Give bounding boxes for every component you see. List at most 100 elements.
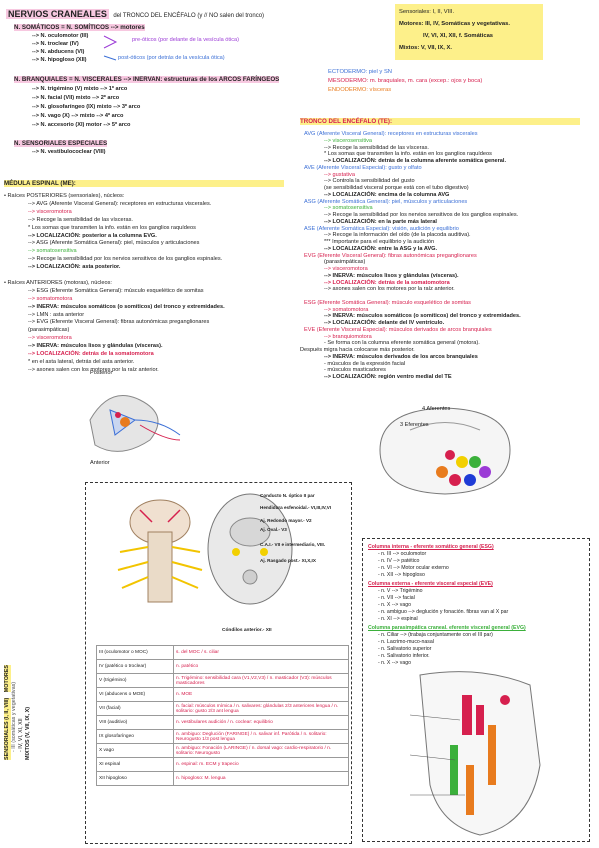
spinal-diagram: Posterior Anterior [80,370,200,470]
note-line: --> LOCALIZACIÓN: encima de la columna A… [324,191,450,198]
table-cell-nuclei: n. Trigémino: sensibilidad cara (V1,V2,V… [173,673,349,688]
endodermo-line: ENDODERMO: vísceras [328,87,392,93]
note-line: - Se forma con la columna eferente somát… [324,340,480,347]
note-line: --> LOCALIZACIÓN: asta posterior. [28,264,121,271]
note-line: - músculos masticadores [324,367,386,374]
note-line: --> branquiomotora [324,333,372,340]
note-line: --> axones salen con los motores por la … [28,366,159,373]
table-cell-nerve: VI (abducens o MOE) [96,687,174,702]
branquiales-head-text: N. BRANQUIALES = N. VISCERALES --> INERV… [14,76,280,83]
nerve-item: --> N. vago (X) --> mixto --> 4º arco [32,113,124,119]
somaticos-heading: N. SOMÁTICOS = N. SOMÍTICOS --> motores [14,24,374,31]
page-title: NERVIOS CRANEALES [6,9,109,19]
note-line: --> visceromotora [28,208,72,215]
note-line: --> INERVA: músculos lisos y glándulas (… [28,343,163,350]
note-line: --> Recoge la sensibilidad por los nervi… [324,212,519,218]
tronco-heading: TRONCO DEL ENCÉFALO (TE): [300,118,580,125]
note-line: --> Recoge la sensibilidad de las víscer… [28,216,133,223]
note-line: --> ASG (Aferente Somática General): pie… [28,240,200,247]
note-line: Después migra hacia colocarse más poster… [300,347,415,353]
nerve-nuclei-table: III (oculomotor o MOC)s. del MOC / s. ci… [96,645,349,786]
note-line: --> Controla la sensibilidad del gusto [324,178,415,185]
table-cell-nuclei: n. ambiguo: Deglución (FARINGE) / n. sal… [173,729,349,744]
columna-heading: Columna parasimpática craneal. eferente … [368,625,526,631]
table-cell-nerve: VIII (auditivo) [96,715,174,730]
pre-oticos-text: pre-óticos (por delante de la vesícula ó… [132,37,239,43]
legend-box: Sensoriales: I, II, VIII. Motores: III, … [395,4,543,60]
note-line: (parasimpáticas) [28,327,70,334]
sensoriales-heading: N. SENSORIALES ESPECIALES [14,140,108,147]
note-line: ESG (Eferente Somática General): músculo… [304,299,471,306]
note-line: AVG (Aferente Visceral General): recepto… [304,131,478,137]
note-line: --> somatosensitiva [324,205,373,212]
note-line: --> somatomotora [324,306,369,313]
brainstem-diagram: 4 Aferentes 3 Eferentes [370,400,520,500]
nerve-item: --> N. oculomotor (III) [32,33,89,39]
note-line: --> INERVA: músculos somáticos (o somíti… [28,303,225,310]
note-line: --> LMN : asta anterior [28,311,85,318]
nerve-item: --> N. accesorio (XI) motor --> 5º arco [32,122,131,128]
dermos-block: ECTODERMO: piel y SN MESODERMO: m. braqu… [328,68,578,98]
note-line: --> Recoge la sensibilidad de las víscer… [324,144,429,151]
table-row: VI (abducens o MOE)n. MOE [96,687,349,702]
spinal-cord-drawing [89,395,181,452]
skull-label: Aj. Redondo mayor.- V2 [260,518,312,524]
note-line: EVG (Eferente Visceral General): fibras … [304,252,477,259]
note-line: --> gustativa [324,171,355,178]
table-cell-nerve: VII (facial) [96,701,174,716]
note-line: --> somatomotora [28,295,73,302]
skull-label: Aj. Oval.- V3 [260,526,287,532]
skull-label: Cóndilos anterior.- XII [222,628,272,633]
page-subtitle: del TRONCO DEL ENCÉFALO (y // NO salen d… [113,13,265,19]
note-line: --> Recoge la sensibilidad por los nervi… [28,256,223,263]
columna-items: - n. Ciliar --> (trabaja conjuntamente c… [368,632,584,667]
list-item: - n. V --> Trigémino [378,588,423,594]
columna-heading: Columna externa - eferente visceral espe… [368,581,493,587]
branquiales-heading: N. BRANQUIALES = N. VISCERALES --> INERV… [14,76,334,83]
side-line: SENSORIALES (I, II, VIII) [4,697,11,760]
table-cell-nerve: IX glosofaríngeo [96,729,174,744]
nerve-item: --> N. hipogloso (XII) [32,57,87,63]
table-cell-nerve: III (oculomotor o MOC) [96,645,174,660]
nerve-item: --> N. facial (VII) mixto --> 2º arco [32,95,120,101]
note-line: --> LOCALIZACIÓN: en la parte más latera… [324,218,437,225]
list-item: - n. XII --> hipogloso [378,572,425,578]
legend-line: Motores: III, IV, Somáticas y vegetativa… [399,21,510,27]
table-cell-nuclei: s. del MOC / s. ciliar [173,645,349,660]
table-cell-nuclei: n. hipogloso: M. lengua [173,771,349,786]
note-line: ASE (Aferente Somática Especial): visión… [304,225,459,232]
nerve-item: --> N. trigémino (V) mixto --> 1º arco [32,86,128,92]
nerve-table-body: III (oculomotor o MOC)s. del MOC / s. ci… [96,645,349,786]
side-line: MIXTOS (V, VII, IX, X) [25,706,31,760]
note-line: --> LOCALIZACIÓN: delante del IV ventríc… [324,320,445,326]
table-cell-nuclei: n. ambiguo: Fonación (LARINGE) / n. dors… [173,743,349,758]
list-item: - n. Lacrimo-muco-nasal [378,639,434,645]
list-item: - n. IV --> patético [378,558,420,564]
note-line: --> EVG (Eferente Visceral General): fib… [28,319,210,326]
note-line: --> LOCALIZACIÓN: detrás de la somatomot… [324,279,450,286]
table-cell-nerve: XI espinal [96,757,174,772]
note-line: * en el asta lateral, detrás del asta an… [28,358,135,365]
list-item: - n. VII --> facial [378,595,415,601]
list-item: - n. ambiguo --> deglución y fonación. f… [378,609,509,615]
table-cell-nuclei: n. vestibulares audición / n. coclear: e… [173,715,349,730]
note-line: --> LOCALIZACIÓN: posterior a la columna… [28,232,157,239]
side-line: MOTORES [4,665,11,693]
columnas-box [362,538,590,842]
aferentes-label: 4 Aferentes [422,406,451,412]
brainstem-drawing [379,407,511,495]
list-item: - n. Ciliar --> (trabaja conjuntamente c… [378,632,493,638]
list-item: - n. XI --> espinal [378,616,418,622]
sensoriales-section: N. SENSORIALES ESPECIALES --> N. vestibu… [14,140,108,156]
nerve-item: --> N. abducens (VI) [32,49,85,55]
ectodermo-line: ECTODERMO: piel y SN [328,69,392,75]
note-line: ASG (Aferente Somática General): piel, m… [304,198,468,205]
legend-line: IV, VI, XI, XII, f. Somáticas [423,33,494,39]
skull-label: C.A.I.- VII e intermediario, VIII. [260,542,326,548]
note-line: --> INERVA: músculos lisos y glándulas (… [324,272,459,279]
skull-base-drawing [207,493,293,605]
list-item: - n. X --> vago [378,660,412,666]
eferentes-label: 3 Eferentes [400,422,429,428]
